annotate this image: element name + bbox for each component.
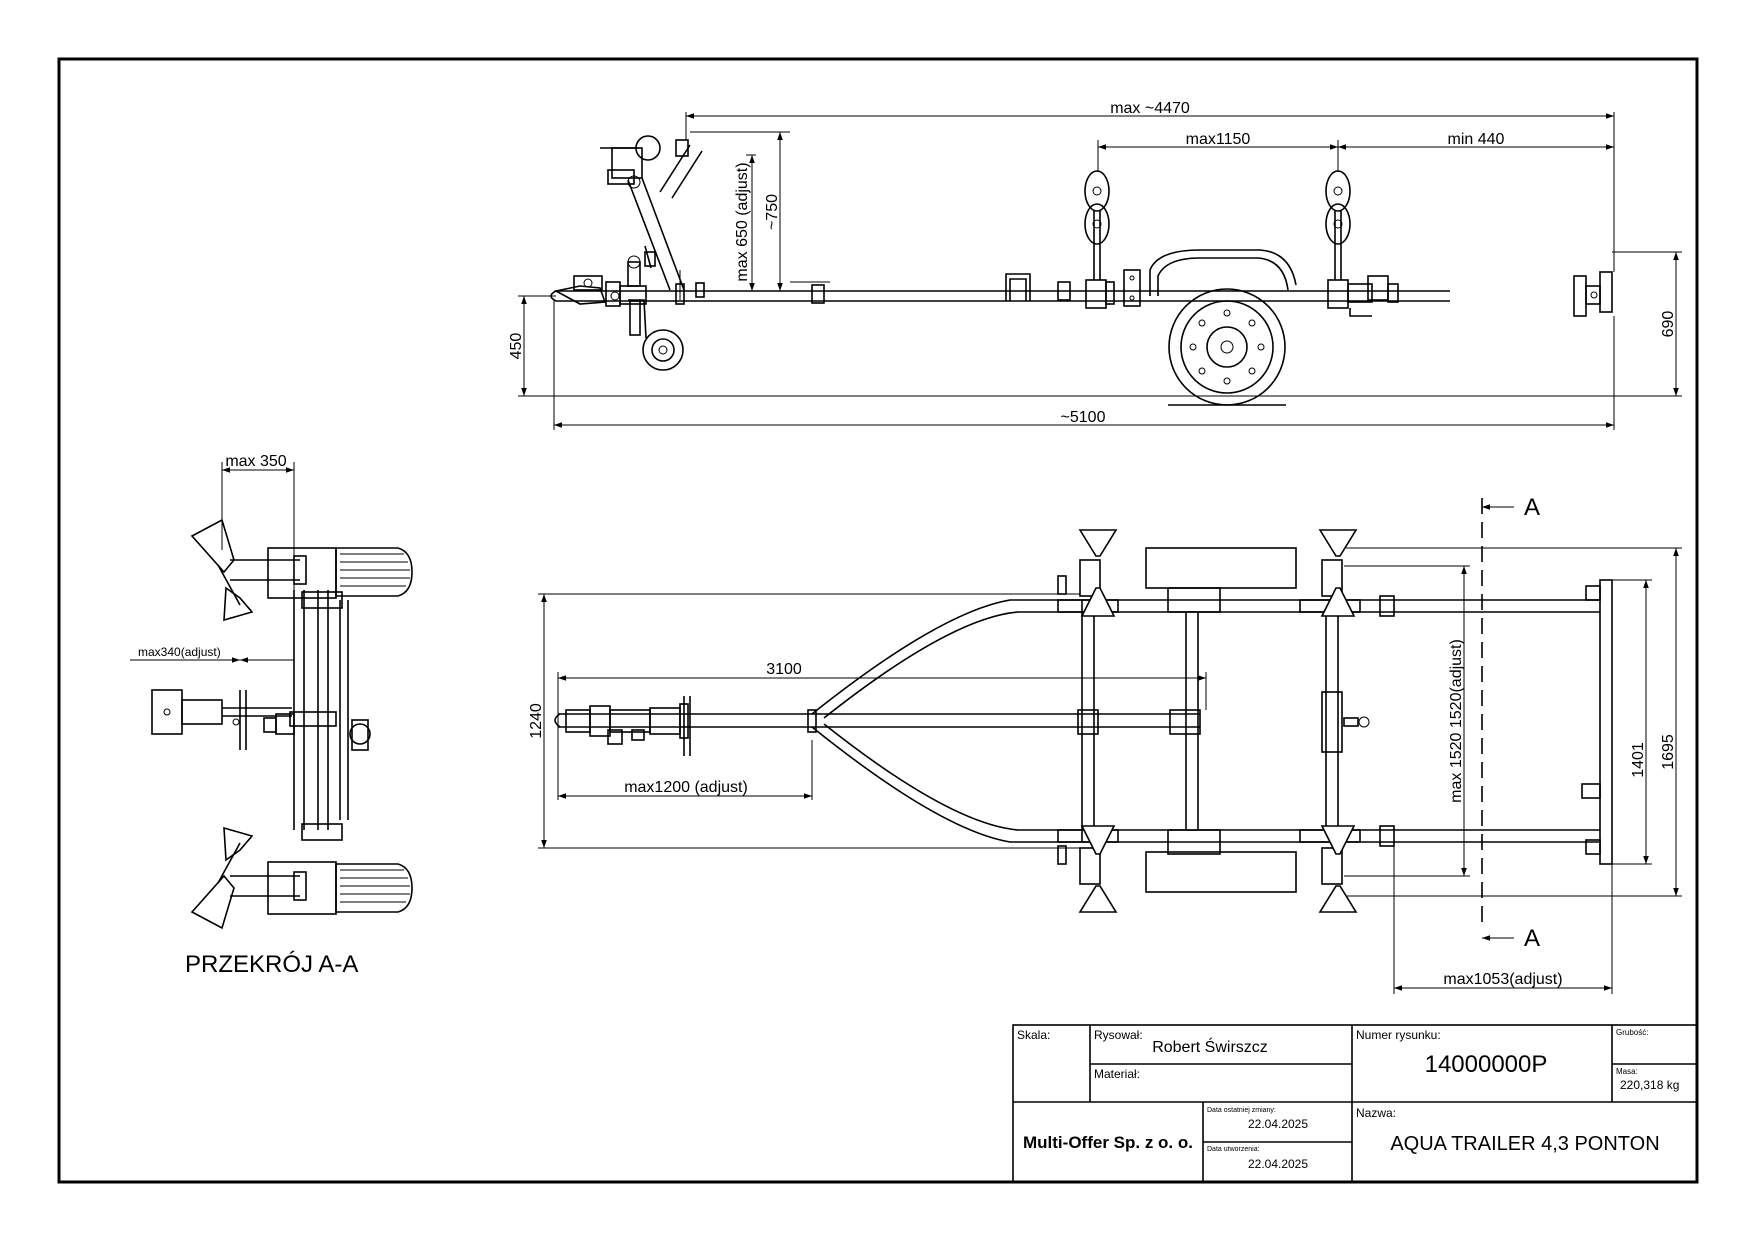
name-label: Nazwa: bbox=[1356, 1106, 1396, 1120]
dim-max-1520: max 1520 1520(adjust) bbox=[1448, 639, 1465, 803]
dim-max-4470: max ~4470 bbox=[1110, 100, 1190, 117]
name-value: AQUA TRAILER 4,3 PONTON bbox=[1390, 1133, 1659, 1155]
dim-max-1053: max1053(adjust) bbox=[1443, 971, 1562, 988]
dim-5100: ~5100 bbox=[1061, 409, 1106, 426]
dim-750: ~750 bbox=[764, 194, 781, 230]
side-view: max ~4470 max1150 min 440 ~750 max 650 (… bbox=[508, 100, 1682, 430]
top-view: A A 3100 1240 max1200 (adjust) max 1520 … bbox=[528, 494, 1682, 994]
section-title: PRZEKRÓJ A-A bbox=[185, 951, 358, 978]
thickness-label: Grubość: bbox=[1616, 1028, 1648, 1037]
dim-3100: 3100 bbox=[766, 661, 802, 678]
dim-max-340: max340(adjust) bbox=[138, 645, 221, 659]
last-change-value: 22.04.2025 bbox=[1248, 1117, 1308, 1131]
dim-max-1150: max1150 bbox=[1186, 131, 1251, 148]
dim-690: 690 bbox=[1660, 311, 1677, 338]
last-change-label: Data ostatniej zmiany: bbox=[1207, 1107, 1276, 1114]
material-label: Materiał: bbox=[1094, 1067, 1140, 1081]
created-value: 22.04.2025 bbox=[1248, 1157, 1308, 1171]
section-marker-top: A bbox=[1524, 494, 1540, 521]
section-view: max 350 max340(adjust) PRZEKRÓJ A-A bbox=[130, 453, 413, 978]
created-label: Data utworzenia: bbox=[1207, 1146, 1260, 1153]
drawn-by-value: Robert Świrszcz bbox=[1152, 1037, 1268, 1056]
dim-1240: 1240 bbox=[528, 703, 545, 739]
scale-label: Skala: bbox=[1017, 1028, 1050, 1042]
drawing-frame bbox=[57, 57, 1699, 1184]
mass-label: Masa: bbox=[1616, 1067, 1638, 1076]
mass-value: 220,318 kg bbox=[1620, 1078, 1679, 1092]
section-marker-bottom: A bbox=[1524, 925, 1540, 952]
dim-max-650: max 650 (adjust) bbox=[734, 162, 751, 281]
dim-1401: 1401 bbox=[1630, 742, 1647, 778]
dim-max-350: max 350 bbox=[225, 453, 286, 470]
title-block: Skala: Rysował: Robert Świrszcz Materiał… bbox=[1012, 1024, 1698, 1183]
drawing-no-value: 14000000P bbox=[1425, 1051, 1548, 1078]
dim-450: 450 bbox=[508, 333, 525, 360]
drawing-no-label: Numer rysunku: bbox=[1356, 1028, 1441, 1042]
dim-min-440: min 440 bbox=[1448, 131, 1505, 148]
dim-max-1200: max1200 (adjust) bbox=[624, 779, 748, 796]
drawn-by-label: Rysował: bbox=[1094, 1028, 1143, 1042]
company-name: Multi-Offer Sp. z o. o. bbox=[1023, 1133, 1193, 1152]
dim-1695: 1695 bbox=[1660, 734, 1677, 770]
